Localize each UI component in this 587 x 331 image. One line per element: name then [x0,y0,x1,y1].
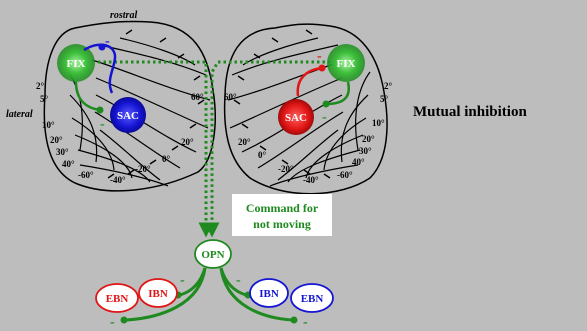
left-ebn-cell [95,283,139,313]
lateral-label: lateral [6,109,33,120]
left-collicular-map: rostral lateral 2° 5° 10° 20° 30° 40° -6… [6,10,216,192]
left-ebn-minus: - [110,315,115,326]
left-fix-label: FIX [67,58,86,70]
right-ebn-minus: - [303,315,308,326]
command-pathway [98,60,336,238]
left-tick-minus60: -60° [78,170,94,180]
left-tick-plus60: 60° [191,92,204,102]
left-fix-projection [98,60,214,238]
right-map-outline [223,23,388,195]
right-sac-cell [278,99,314,135]
right-red-terminal [318,64,326,72]
left-tick-10: 10° [42,120,55,130]
left-tick-marks [107,29,205,179]
opn-to-left-ebn [125,267,207,322]
right-sac-to-fix-inhibition [325,81,351,106]
left-sac-cell [110,97,146,133]
right-tick-marks [233,29,331,179]
left-tick-minus40: -40° [110,175,126,185]
right-ebn-cell [290,283,334,313]
left-tick-5: 5° [40,94,49,104]
right-red-minus: - [317,49,322,64]
command-line-2: not moving [253,217,311,231]
left-fix-to-sac-inhibition [83,43,117,94]
command-callout: Command for not moving [232,194,332,236]
right-tick-40: 40° [352,157,365,167]
left-tick-20: 20° [50,135,63,145]
left-blue-terminal [98,43,106,51]
right-fix-to-sac-inhibition [296,66,323,97]
left-ebn-terminal [120,316,128,324]
right-tick-plus60: 60° [224,92,237,102]
right-green-terminal [322,100,330,108]
command-line-1: Command for [246,201,319,215]
left-tick-40: 40° [62,159,75,169]
left-ebn-label: EBN [106,293,129,305]
left-map-outline [43,20,216,192]
left-green-terminal [96,106,104,114]
right-collicular-map: 60° 20° 0° -20° -40° -60° 40° 30° 20° 10… [223,23,393,195]
right-tick-0: 0° [258,150,267,160]
right-tick-minus40: -40° [303,175,319,185]
opn-cell [194,239,232,269]
right-ebn-terminal [290,316,298,324]
right-tick-10: 10° [372,118,385,128]
command-box [232,194,332,236]
right-tick-30: 30° [359,146,372,156]
left-blue-minus: - [105,34,110,49]
left-ibn-minus: - [180,273,185,288]
mutual-inhibition-label: Mutual inhibition [413,104,527,120]
rostral-label: rostral [110,10,137,21]
left-tick-0: 0° [162,154,171,164]
left-tick-plus20: 20° [181,137,194,147]
left-tick-minus20: -20° [135,164,151,174]
left-green-minus: - [100,117,105,132]
right-green-minus: - [322,110,327,125]
opn-label: OPN [201,249,224,261]
left-fix-sac-circuit: FIX SAC - - [57,34,146,133]
right-tick-2: 2° [384,81,393,91]
right-fix-sac-circuit: FIX SAC - - [278,44,365,135]
right-tick-20: 20° [362,134,375,144]
brainstem-circuit: OPN EBN IBN IBN EBN - - - - [95,239,334,330]
right-sac-label: SAC [285,112,307,124]
right-tick-5: 5° [380,94,389,104]
left-ibn-label: IBN [148,288,168,300]
right-ibn-cell [249,278,289,308]
left-tick-30: 30° [56,147,69,157]
right-tick-minus60: -60° [337,170,353,180]
right-fix-cell [327,44,365,82]
left-fix-cell [57,44,95,82]
left-direction-grid [91,37,211,181]
right-tick-minus20: -20° [278,164,294,174]
right-ebn-label: EBN [301,293,324,305]
left-tick-2: 2° [36,81,45,91]
right-ibn-minus: - [236,273,241,288]
opn-to-right-ebn [219,267,293,322]
right-ibn-label: IBN [259,288,279,300]
right-tick-plus20: 20° [238,137,251,147]
left-sac-label: SAC [117,110,139,122]
left-ibn-cell [138,278,178,308]
right-fix-label: FIX [337,58,356,70]
